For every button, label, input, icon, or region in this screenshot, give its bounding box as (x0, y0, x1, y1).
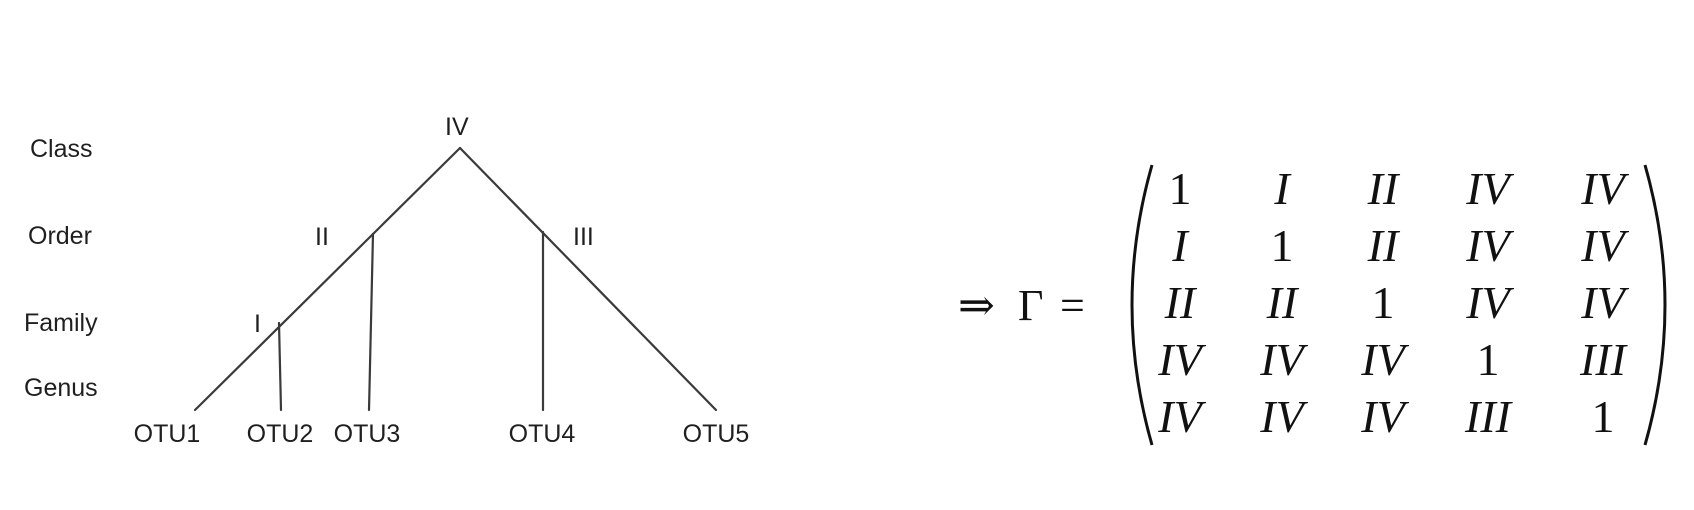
matrix-cell-r3-c5: IV (1580, 277, 1629, 328)
matrix-cell-r3-c3: 1 (1372, 277, 1395, 328)
matrix-right-parenthesis (1643, 164, 1667, 446)
matrix-cell-r4-c4: 1 (1477, 334, 1500, 385)
matrix-cell-r5-c5: 1 (1592, 391, 1615, 442)
matrix-cell-r4-c2: IV (1259, 334, 1308, 385)
matrix-cell-r2-c2: 1 (1271, 220, 1294, 271)
matrix-cell-r1-c4: IV (1465, 163, 1514, 214)
otu-labels: OTU1 OTU2 OTU3 OTU4 OTU5 (134, 420, 750, 448)
level-label-order: Order (28, 222, 92, 250)
matrix-left-parenthesis (1130, 164, 1154, 446)
matrix-cell-r4-c3: IV (1360, 334, 1409, 385)
level-label-class: Class (30, 135, 93, 163)
gamma-symbol: Γ (1018, 281, 1043, 330)
node-labels: IV II III I (254, 113, 594, 338)
node-label-right-order: III (573, 223, 594, 251)
matrix-cell-r2-c1: I (1171, 220, 1190, 271)
matrix-cell-r4-c1: IV (1157, 334, 1206, 385)
matrix-cell-r1-c2: I (1273, 163, 1292, 214)
matrix-cell-r3-c4: IV (1465, 277, 1514, 328)
matrix-cell-r4-c5: III (1579, 334, 1629, 385)
equals-sign: = (1060, 281, 1085, 330)
matrix-cell-r1-c3: II (1367, 163, 1401, 214)
matrix-cell-r2-c5: IV (1580, 220, 1629, 271)
node-label-family: I (254, 310, 261, 338)
otu-label-2: OTU2 (247, 420, 314, 448)
matrix-cell-r5-c1: IV (1157, 391, 1206, 442)
otu-label-1: OTU1 (134, 420, 201, 448)
otu-label-5: OTU5 (683, 420, 750, 448)
otu-label-4: OTU4 (509, 420, 576, 448)
node-label-left-order: II (315, 223, 329, 251)
otu-label-3: OTU3 (334, 420, 401, 448)
matrix-cell-r5-c4: III (1464, 391, 1514, 442)
matrix-cell-r2-c4: IV (1465, 220, 1514, 271)
edge-root-otu1 (193, 146, 462, 412)
tree-edges (193, 146, 718, 412)
matrix-cell-r1-c5: IV (1580, 163, 1629, 214)
level-label-family: Family (24, 309, 98, 337)
equation-prefix: ⇒ Γ = (958, 281, 1085, 330)
matrix-cell-r3-c1: II (1164, 277, 1198, 328)
edge-order-otu3 (367, 232, 375, 412)
matrix-cell-r1-c1: 1 (1169, 163, 1192, 214)
level-labels: Class Order Family Genus (24, 135, 98, 402)
edge-family-otu2 (277, 321, 283, 412)
matrix-cell-r2-c3: II (1367, 220, 1401, 271)
edge-root-otu5 (458, 146, 718, 412)
node-label-root: IV (445, 113, 469, 141)
matrix-cell-r5-c3: IV (1360, 391, 1409, 442)
matrix-cell-r3-c2: II (1266, 277, 1300, 328)
implies-arrow: ⇒ (958, 281, 995, 330)
level-label-genus: Genus (24, 374, 98, 402)
matrix-cell-r5-c2: IV (1259, 391, 1308, 442)
